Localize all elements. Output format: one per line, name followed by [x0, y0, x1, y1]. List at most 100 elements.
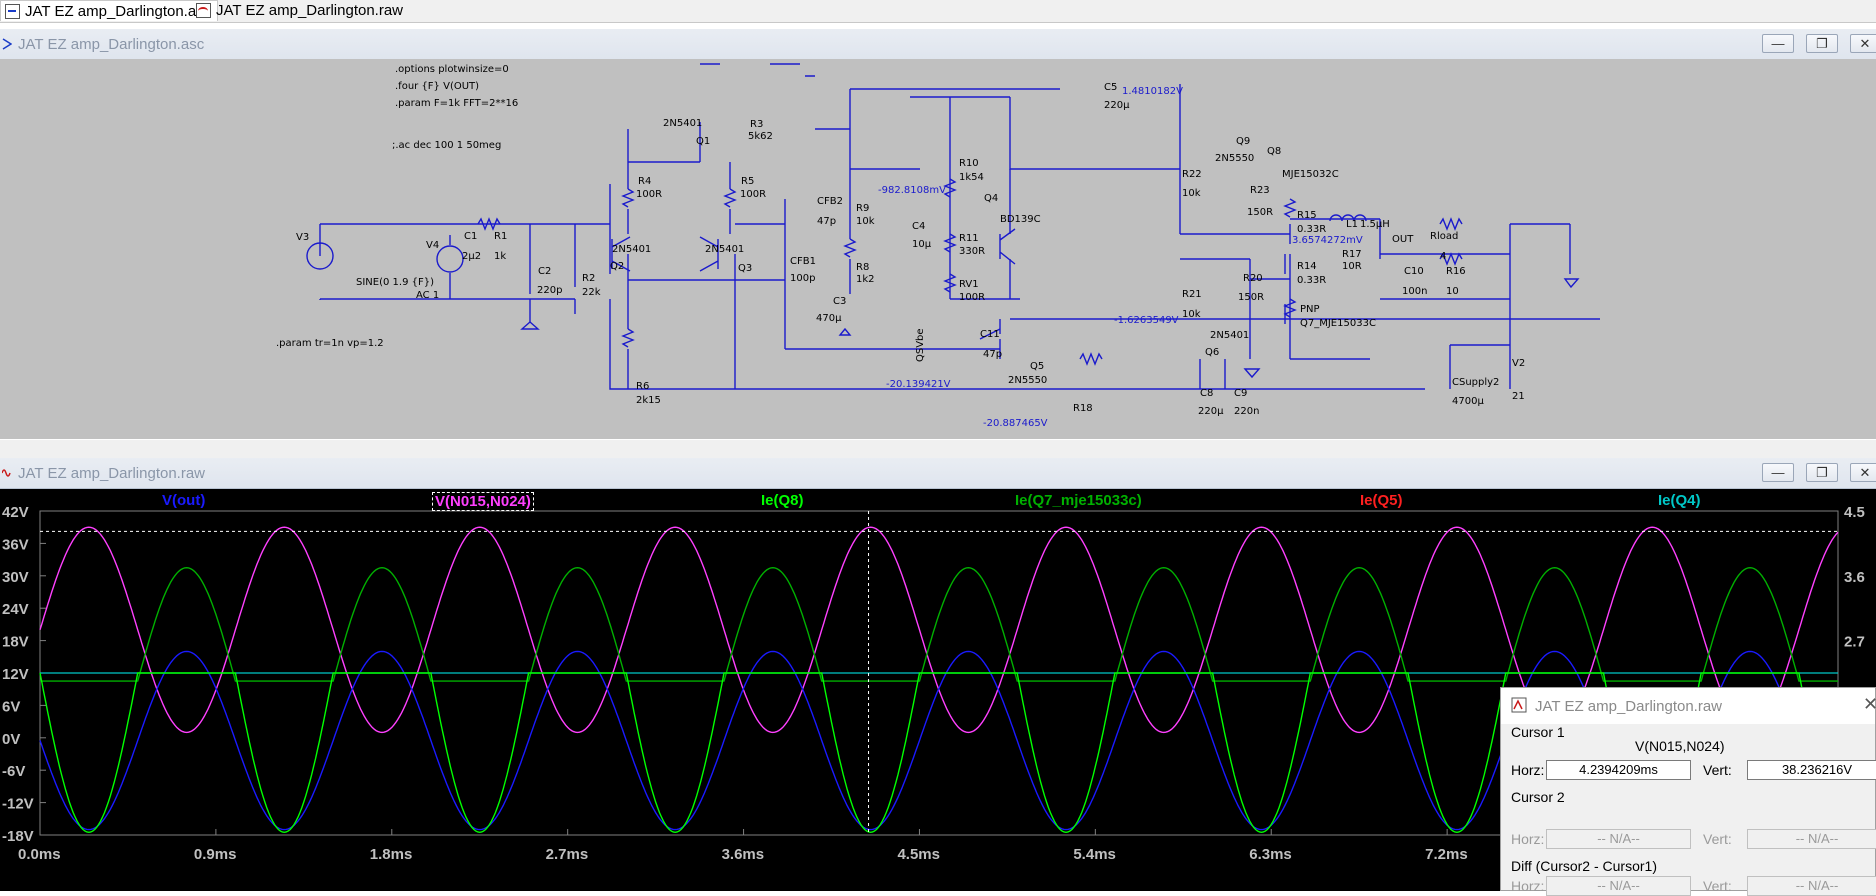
trace-label-vn015-text: V(N015,N024)	[435, 493, 531, 510]
pane-separator[interactable]	[0, 440, 1876, 460]
part-c4-ref: C4	[912, 221, 925, 232]
cursor2-vert-field: -- N/A--	[1747, 829, 1876, 849]
part-r3-val: 5k62	[748, 131, 773, 142]
part-r14-ref: R14	[1297, 261, 1317, 272]
part-r21-ref: R21	[1182, 289, 1202, 300]
part-q4-ref: Q4	[984, 193, 998, 204]
part-r15-val: 0.33R	[1297, 224, 1326, 235]
diff-vert-field: -- N/A--	[1747, 876, 1876, 896]
part-r10-val: 1k54	[959, 172, 984, 183]
waveform-maximize-button[interactable]: ❐	[1806, 463, 1838, 482]
cursor-window[interactable]: JAT EZ amp_Darlington.raw ✕ Cursor 1 V(N…	[1500, 687, 1876, 896]
left-axis-tick-label: 36V	[2, 536, 29, 553]
part-q6-val: 2N5401	[1210, 330, 1249, 341]
left-axis-tick-label: 24V	[2, 601, 29, 618]
document-tab-bar: JAT EZ amp_Darlington.asc JAT EZ amp_Dar…	[0, 0, 1876, 23]
part-c11-ref: C11	[980, 329, 1000, 340]
part-q5-ref: Q5	[1030, 361, 1044, 372]
close-button[interactable]: ✕	[1850, 34, 1876, 53]
part-q7-val: Q7_MJE15033C	[1300, 318, 1376, 329]
diff-vert-label: Vert:	[1703, 878, 1732, 894]
part-r1-ref: R1	[494, 231, 507, 242]
left-axis-tick-label: 42V	[2, 504, 29, 521]
left-axis-tick-label: 6V	[2, 698, 20, 715]
directive-four: .four {F} V(OUT)	[395, 81, 479, 92]
part-c10-val: 100n	[1402, 286, 1427, 297]
cursor-window-close-icon[interactable]: ✕	[1863, 694, 1876, 714]
part-rv1-val: 100R	[959, 292, 985, 303]
part-csupply2-val: 4700µ	[1452, 396, 1484, 407]
cursor1-horz-field[interactable]: 4.2394209ms	[1546, 760, 1691, 780]
trace-label-ieq4[interactable]: Ie(Q4)	[1658, 492, 1701, 509]
part-r4-val: 100R	[636, 189, 662, 200]
trace-label-ieq7[interactable]: Ie(Q7_mje15033c)	[1015, 492, 1142, 509]
source-v2-label: V2	[1512, 358, 1525, 369]
trace-label-ieq5[interactable]: Ie(Q5)	[1360, 492, 1403, 509]
left-axis-tick-label: -12V	[2, 796, 34, 813]
part-c4-val: 10µ	[912, 239, 932, 250]
schematic-canvas[interactable]: .options plotwinsize=0 .four {F} V(OUT) …	[0, 59, 1876, 439]
close-icon: ✕	[1859, 464, 1871, 480]
part-q2-val: 2N5401	[612, 244, 651, 255]
cursor2-label: Cursor 2	[1511, 789, 1565, 805]
directive-param-tr: .param tr=1n vp=1.2	[276, 338, 384, 349]
schematic-window-titlebar[interactable]: JAT EZ amp_Darlington.asc — ❐ ✕	[0, 29, 1876, 60]
part-q1-ref: Q1	[696, 136, 710, 147]
trace-label-ieq8[interactable]: Ie(Q8)	[761, 492, 804, 509]
part-c1-val: 2µ2	[462, 251, 481, 262]
part-r8-ref: R8	[856, 262, 869, 273]
part-r4-ref: R4	[638, 176, 651, 187]
source-v4-label: V4	[426, 240, 439, 251]
source-v2-value: 21	[1512, 391, 1525, 402]
part-rv1-ref: RV1	[959, 279, 979, 290]
left-axis-tick-label: -18V	[2, 828, 34, 845]
cursor1-vert-field[interactable]: 38.236216V	[1747, 760, 1876, 780]
waveform-minimize-button[interactable]: —	[1762, 463, 1794, 482]
part-q9-ref: Q9	[1236, 136, 1250, 147]
cursor-window-titlebar[interactable]: JAT EZ amp_Darlington.raw ✕	[1501, 688, 1876, 724]
trace-label-vn015[interactable]: V(N015,N024)	[432, 492, 534, 511]
tab-waveform[interactable]: JAT EZ amp_Darlington.raw	[192, 0, 409, 21]
cursor1-trace: V(N015,N024)	[1635, 738, 1725, 754]
waveform-window-title: JAT EZ amp_Darlington.raw	[18, 465, 206, 482]
minimize-button[interactable]: —	[1762, 34, 1794, 53]
waveform-window-titlebar[interactable]: JAT EZ amp_Darlington.raw — ❐ ✕	[0, 458, 1876, 489]
part-r17-ref: R17	[1342, 249, 1362, 260]
maximize-button[interactable]: ❐	[1806, 34, 1838, 53]
trace-label-vout[interactable]: V(out)	[162, 492, 205, 509]
waveform-close-button[interactable]: ✕	[1850, 463, 1876, 482]
cursor2-horz-label: Horz:	[1511, 831, 1545, 847]
x-axis-tick-label: 0.9ms	[194, 846, 237, 863]
part-r18-ref: R18	[1073, 403, 1093, 414]
part-r8-val: 1k2	[856, 274, 875, 285]
part-cfb2-val: 47p	[817, 216, 836, 227]
part-r20-val: 150R	[1238, 292, 1264, 303]
left-axis-tick-label: 30V	[2, 569, 29, 586]
cursor1-label: Cursor 1	[1511, 724, 1565, 740]
part-r23-val: 150R	[1247, 207, 1273, 218]
part-q8-ref: Q8	[1267, 146, 1281, 157]
part-c5-ref: C5	[1104, 82, 1117, 93]
part-l1-val: 1.5µH	[1360, 219, 1390, 230]
cursor-window-icon	[1511, 697, 1527, 713]
x-axis-tick-label: 5.4ms	[1073, 846, 1116, 863]
waveform-window-icon	[2, 469, 11, 477]
trace-ieq8	[39, 672, 1839, 834]
part-c11-val: 47p	[983, 349, 1002, 360]
right-axis-tick-label: 2.7	[1844, 634, 1865, 651]
left-axis-tick-label: 12V	[2, 666, 29, 683]
part-c5-val: 220µ	[1104, 100, 1130, 111]
schematic-drawing: .options plotwinsize=0 .four {F} V(OUT) …	[276, 59, 1600, 429]
directive-ac: ;.ac dec 100 1 50meg	[392, 140, 501, 151]
source-v4-ac: AC 1	[416, 290, 439, 301]
part-c10-ref: C10	[1404, 266, 1424, 277]
tab-waveform-label: JAT EZ amp_Darlington.raw	[216, 2, 404, 19]
part-r10-ref: R10	[959, 158, 979, 169]
tab-schematic[interactable]: JAT EZ amp_Darlington.asc	[0, 0, 219, 21]
part-c2-val: 220p	[537, 285, 562, 296]
schematic-icon	[5, 3, 20, 19]
part-csupply2-ref: CSupply2	[1452, 377, 1499, 388]
schematic-window-icon	[2, 38, 12, 50]
schematic-window-title: JAT EZ amp_Darlington.asc	[18, 36, 205, 53]
part-c2-ref: C2	[538, 266, 551, 277]
